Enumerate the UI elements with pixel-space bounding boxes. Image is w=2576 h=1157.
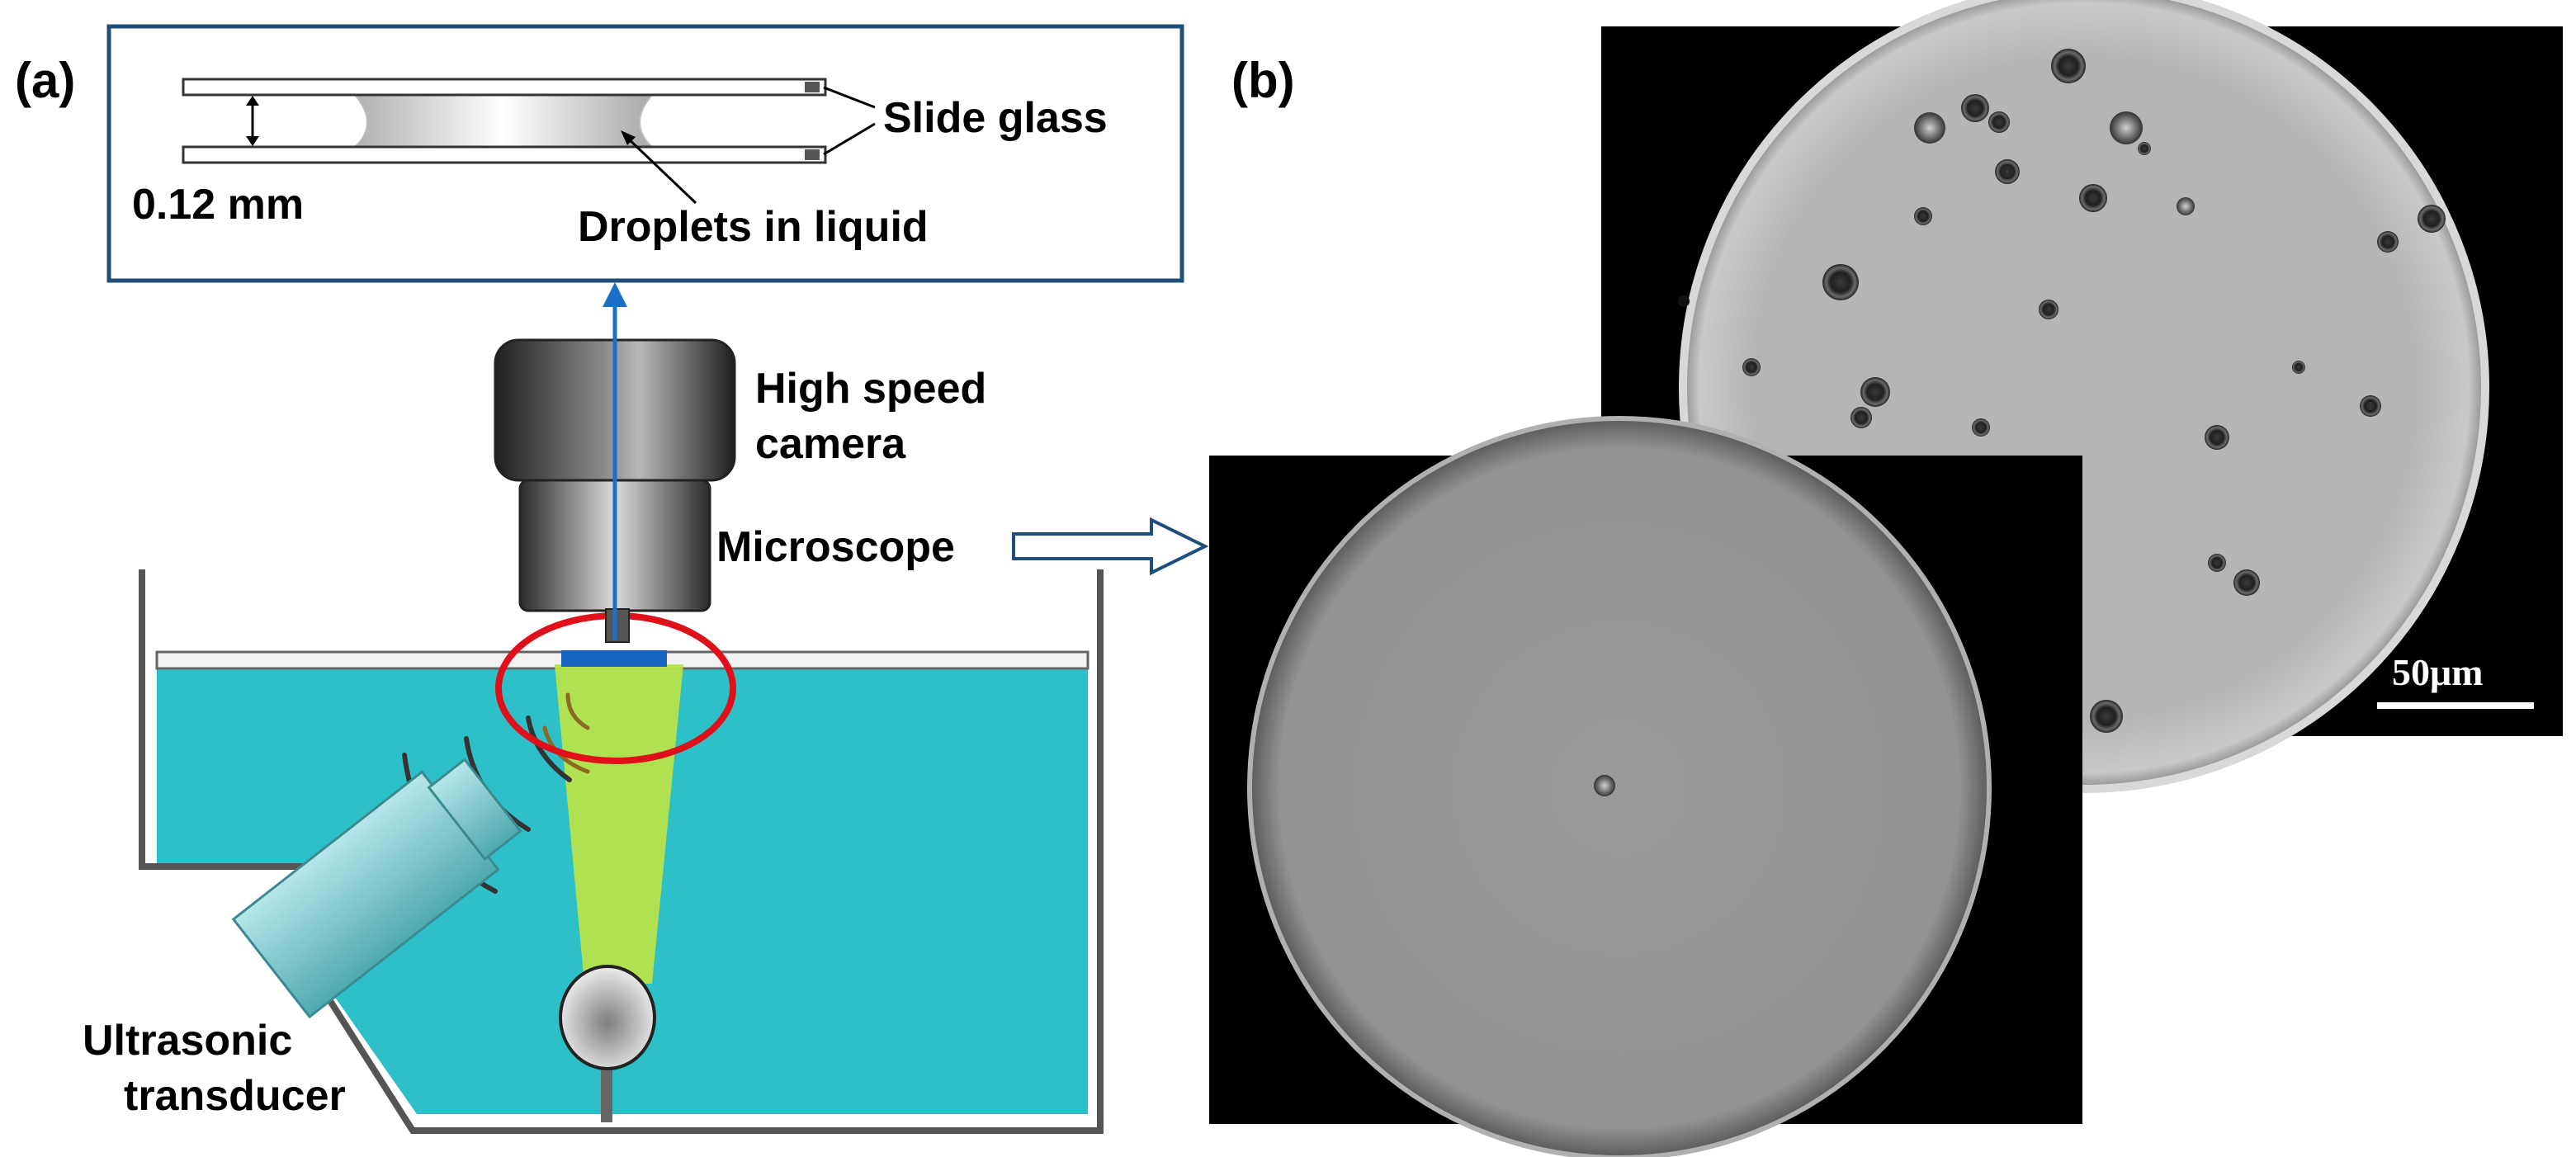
droplet-bubbles [1678,49,2446,733]
microscope-label: Microscope [716,523,955,571]
lamp-icon [559,965,656,1070]
slide-glass-inset: Slide glass 0.12 mm Droplets in liquid [106,24,1184,283]
single-droplet [1594,775,1615,796]
hollow-arrow [1012,517,1209,576]
droplets-label: Droplets in liquid [578,203,929,251]
light-beam [555,664,683,984]
transducer-icon [231,758,522,1019]
transducer-label-line1: Ultrasonic [83,1017,292,1065]
scale-bar-label: 50μm [2392,651,2483,693]
slide-glass-label: Slide glass [883,94,1108,142]
micrograph-single-droplet [1209,416,2082,1157]
slide-glass-top [182,78,827,97]
transducer-label-line2: transducer [124,1072,346,1120]
gap-label: 0.12 mm [132,181,304,229]
camera-label-line1: High speed [755,365,986,413]
sample [561,650,667,667]
panel-label-a: (a) [15,53,75,108]
camera-label-line2: camera [755,420,906,468]
panel-label-b: (b) [1231,53,1295,108]
droplet-shape [352,94,655,148]
slide-glass-bottom [182,145,827,164]
